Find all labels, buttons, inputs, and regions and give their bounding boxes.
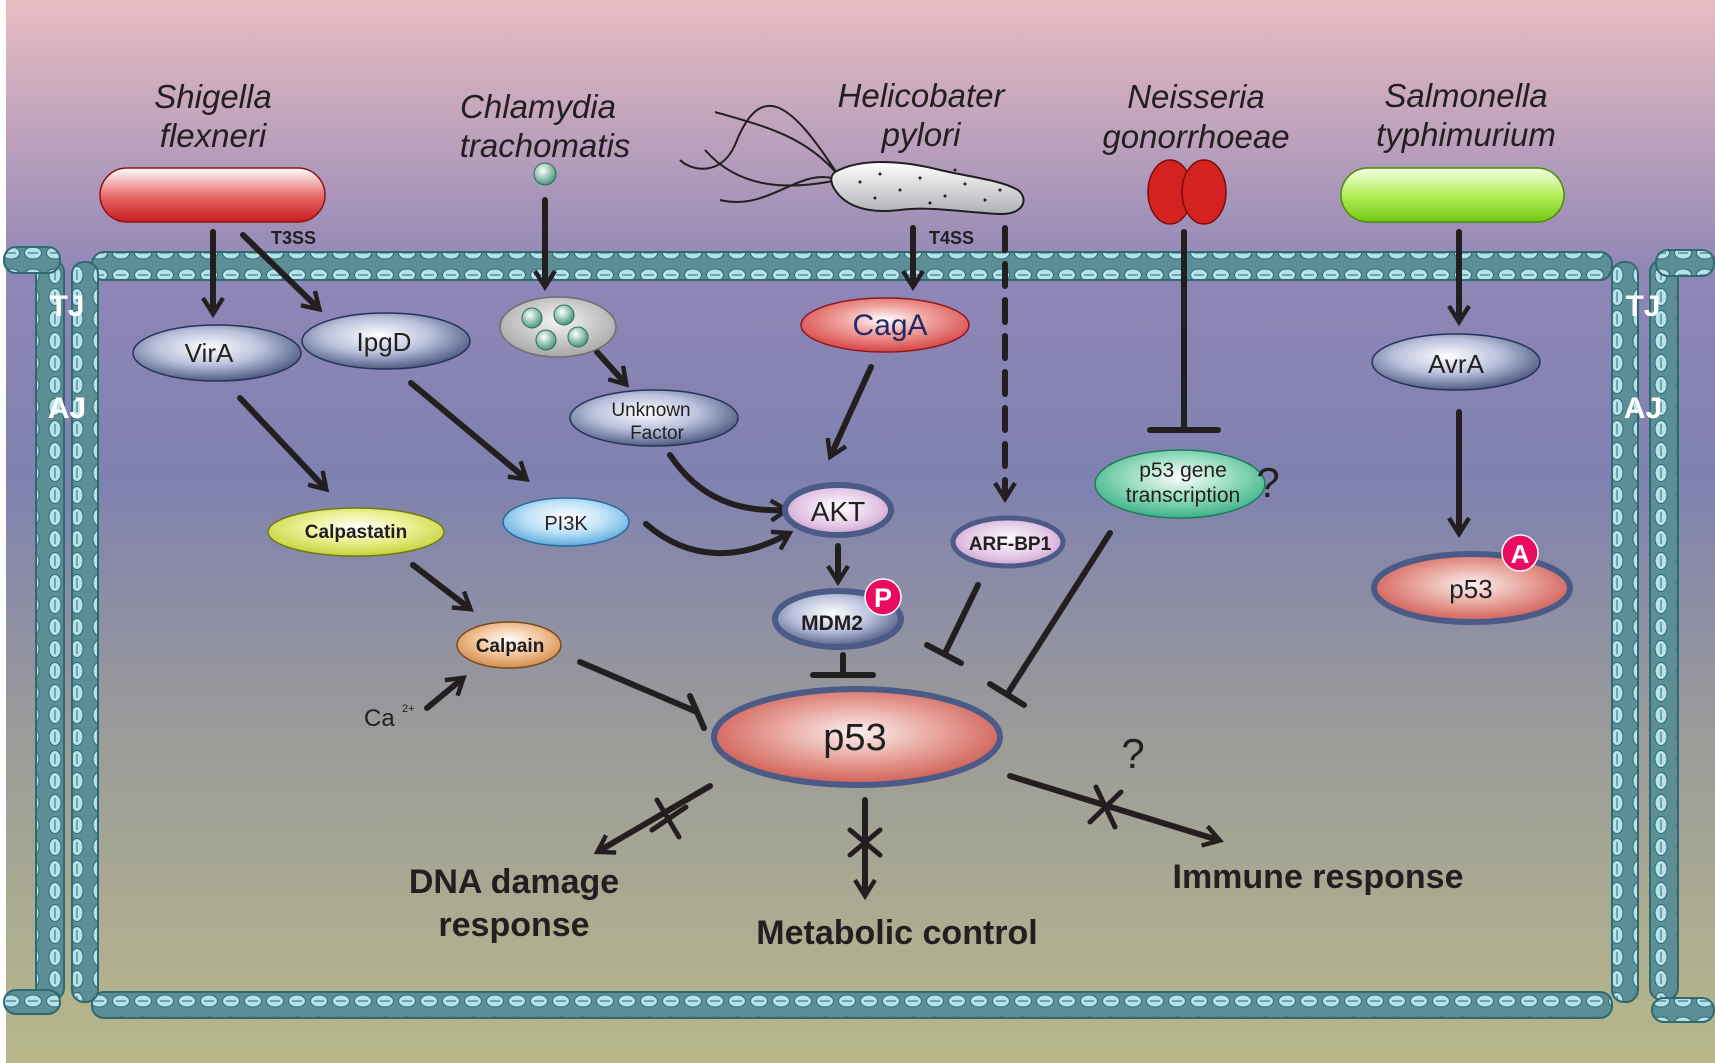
t3ss-label: T3SS [271,228,316,248]
arrow-ca-calpain [424,675,467,711]
node-unknown-factor-line1: Unknown [611,400,690,421]
arrow-p53-dna [593,783,713,855]
arrow-caga-akt [825,364,874,461]
helicobacter-name-line2: pylori [881,116,963,153]
node-calpain-label: Calpain [476,636,545,657]
node-avra: AvrA [1371,333,1541,391]
arrow-vira-calpastatin [237,395,330,493]
node-p53-main-label: p53 [823,717,886,759]
phospho-badge: P [864,578,902,616]
calcium-base: Ca [364,705,395,732]
acetyl-badge: A [1501,534,1539,572]
arrow-shigella-ipgd [240,232,323,313]
node-pi3k-label: PI3K [544,513,588,535]
inhibit-calpain-p53 [577,659,700,715]
node-calpastatin-label: Calpastatin [305,522,407,543]
neisseria-diplococcus-icon [1147,159,1227,225]
arrow-p53-immune [1007,773,1224,848]
node-p53-transcription-line2: transcription [1126,484,1240,507]
outcome-metabolic: Metabolic control [756,914,1037,952]
node-calpastatin: Calpastatin [267,507,445,557]
node-unknown-factor: Unknown Factor [569,389,739,447]
chlamydia-name-line1: Chlamydia [460,88,616,125]
neisseria-name-line1: Neisseria [1127,78,1265,115]
shigella-name-line2: flexneri [160,117,268,154]
node-p53-transcription-line1: p53 gene [1139,459,1227,482]
shigella-rod-icon [99,167,326,223]
node-p53-transcription: p53 gene transcription [1094,449,1266,519]
helicobacter-pylori-icon [679,104,1025,216]
node-caga: CagA [800,297,970,353]
node-unknown-factor-line2: Factor [630,423,685,444]
salmonella-name-line1: Salmonella [1384,77,1547,114]
node-mdm2-label: MDM2 [801,612,863,635]
question-mark-immune: ? [1121,730,1144,777]
salmonella-name-line2: typhimurium [1376,116,1556,153]
node-p53-salmonella: p53 [1371,551,1573,625]
arrow-unknown-akt [667,452,792,523]
question-mark-transcription: ? [1256,459,1279,506]
arrow-calpastatin-calpain [410,562,474,612]
chlamydia-body-icon [533,162,557,186]
node-caga-label: CagA [852,309,927,342]
shigella-name-line1: Shigella [154,78,271,115]
outcome-dna-line1: DNA damage [409,863,619,901]
phospho-badge-label: P [874,583,892,613]
chlamydia-inclusion-icon [499,296,617,358]
chlamydia-name-line2: trachomatis [460,127,631,164]
t4ss-label: T4SS [929,228,974,248]
node-ipgd-label: IpgD [357,327,412,357]
inhibit-arfbp1-p53 [942,582,981,656]
arrow-pi3k-akt [643,521,794,557]
node-calpain: Calpain [456,621,562,669]
neisseria-name-line2: gonorrhoeae [1102,118,1289,155]
inhibit-transcription-p53 [1005,530,1113,696]
node-pi3k: PI3K [502,497,630,547]
node-p53-salmonella-label: p53 [1449,574,1492,604]
node-ipgd: IpgD [301,312,471,370]
aj-label-right: AJ [1624,392,1662,425]
pathway-arrows [201,197,1471,901]
node-arfbp1-label: ARF-BP1 [969,534,1052,555]
node-avra-label: AvrA [1428,349,1485,379]
calcium-charge: 2+ [402,703,415,715]
tj-label-right: TJ [1625,290,1660,323]
node-akt-label: AKT [811,496,865,527]
tj-label-left: TJ [49,290,84,323]
aj-label-left: AJ [48,392,86,425]
node-akt: AKT [782,482,894,538]
acetyl-badge-label: A [1511,539,1530,569]
outcome-dna-line2: response [438,906,589,944]
arrow-ipgd-pi3k [408,380,530,482]
helicobacter-name-line1: Helicobater [838,77,1007,114]
calcium-ion-label: Ca 2+ [364,703,415,732]
node-arfbp1: ARF-BP1 [950,515,1066,569]
node-p53-main: p53 [711,686,1003,788]
block-marks [649,784,1124,858]
node-vira: VirA [132,324,302,382]
salmonella-rod-icon [1340,167,1565,223]
node-vira-label: VirA [185,338,234,368]
arrow-inclusion-unknown [594,349,630,388]
cell-membrane [3,246,1715,1023]
outcome-immune: Immune response [1173,858,1464,896]
